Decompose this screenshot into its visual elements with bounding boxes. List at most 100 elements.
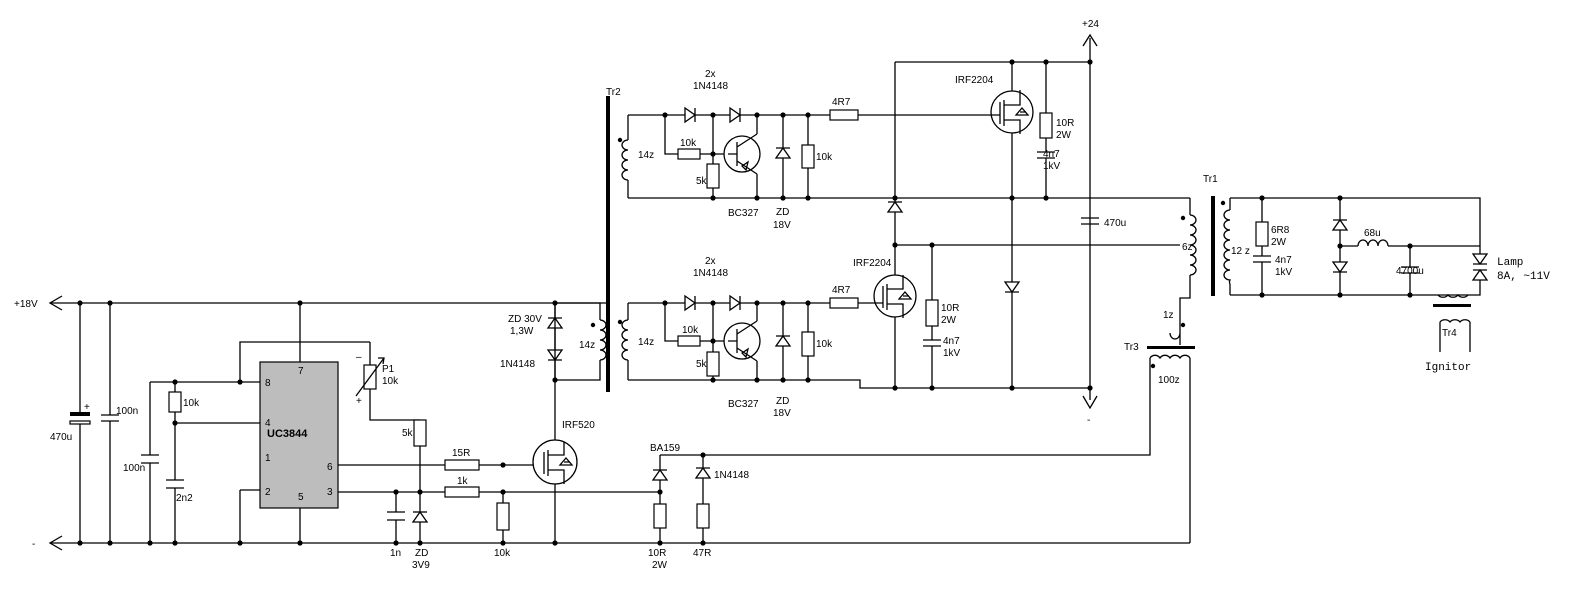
svg-text:4700u: 4700u: [1396, 266, 1424, 277]
svg-text:-: -: [1087, 415, 1090, 426]
svg-text:100n: 100n: [116, 406, 138, 417]
svg-text:IRF2204: IRF2204: [853, 258, 892, 269]
rail-18v: +18V: [14, 295, 608, 311]
svg-text:1z: 1z: [1163, 310, 1174, 321]
rail-negative: -: [32, 535, 1190, 551]
svg-text:BA159: BA159: [650, 443, 680, 454]
svg-text:-: -: [32, 539, 35, 550]
svg-text:12 z: 12 z: [1231, 246, 1250, 257]
transformer-tr2-core: Tr2: [606, 87, 621, 392]
zener-30v-clamp: ZD 30V 1,3W 1N4148: [500, 303, 564, 380]
svg-text:6z: 6z: [1182, 242, 1193, 253]
svg-text:ZD: ZD: [776, 396, 789, 407]
svg-text:1,3W: 1,3W: [510, 326, 534, 337]
svg-text:2W: 2W: [1056, 130, 1072, 141]
svg-text:10k: 10k: [494, 548, 511, 559]
svg-text:+: +: [356, 396, 362, 407]
svg-text:10k: 10k: [382, 376, 399, 387]
svg-text:+24: +24: [1082, 19, 1099, 30]
uc3844-controller: UC3844 8 7 4 1 6 2 5 3: [259, 361, 339, 509]
rail-24v: +24 -: [895, 19, 1099, 426]
bus-capacitor-470u: 470u: [1081, 217, 1126, 229]
svg-text:ZD: ZD: [776, 207, 789, 218]
svg-text:18V: 18V: [773, 220, 791, 231]
svg-text:5k: 5k: [402, 428, 414, 439]
bottom-mosfet-irf2204: IRF2204 10R 2W 4n7 1kV: [853, 198, 1180, 388]
svg-text:IRF2204: IRF2204: [955, 75, 994, 86]
svg-text:4n7: 4n7: [1275, 255, 1292, 266]
svg-text:5k: 5k: [696, 176, 708, 187]
svg-text:4n7: 4n7: [1043, 149, 1060, 160]
svg-text:BC327: BC327: [728, 399, 759, 410]
svg-text:10R: 10R: [941, 303, 959, 314]
svg-text:10k: 10k: [682, 325, 699, 336]
svg-text:UC3844: UC3844: [267, 428, 308, 440]
current-sense-network: BA159 10R 2W 1N4148 47R: [648, 380, 1151, 571]
svg-text:10R: 10R: [1056, 118, 1074, 129]
svg-text:P1: P1: [382, 364, 395, 375]
svg-text:2n2: 2n2: [176, 493, 193, 504]
svg-text:10k: 10k: [816, 152, 833, 163]
tr2-primary-winding: 14z: [555, 302, 607, 381]
resistor-5k: [413, 419, 427, 447]
svg-text:1kV: 1kV: [1043, 161, 1061, 172]
svg-text:470u: 470u: [1104, 218, 1126, 229]
svg-text:10k: 10k: [816, 339, 833, 350]
svg-text:68u: 68u: [1364, 228, 1381, 239]
svg-text:14z: 14z: [579, 340, 595, 351]
input-capacitor-100n: 100n: [101, 303, 138, 543]
svg-text:IRF520: IRF520: [562, 420, 595, 431]
transformer-tr1: 6z Tr1 12 z: [1179, 174, 1250, 320]
svg-text:4n7: 4n7: [943, 336, 960, 347]
svg-text:4R7: 4R7: [832, 285, 851, 296]
svg-text:1N4148: 1N4148: [500, 359, 535, 370]
input-capacitor-470u: + 470u: [50, 303, 91, 543]
svg-text:2W: 2W: [941, 315, 957, 326]
gate-resistors: 15R 1k 10k: [444, 448, 660, 559]
svg-text:Tr2: Tr2: [606, 87, 621, 98]
svg-text:Tr3: Tr3: [1124, 342, 1139, 353]
ic-wiring: [149, 303, 445, 543]
svg-text:2W: 2W: [1271, 237, 1287, 248]
svg-text:1: 1: [265, 453, 271, 464]
svg-text:+: +: [84, 402, 90, 413]
svg-text:8: 8: [265, 378, 271, 389]
top-gate-driver: 14z 2x 1N4148 10k 5k BC327 ZD 18V 10k 4R…: [617, 69, 1190, 231]
svg-text:6R8: 6R8: [1271, 225, 1290, 236]
svg-text:Ignitor: Ignitor: [1425, 362, 1471, 374]
svg-text:2: 2: [265, 487, 271, 498]
svg-text:15R: 15R: [452, 448, 470, 459]
svg-text:10k: 10k: [680, 138, 697, 149]
svg-text:4R7: 4R7: [832, 97, 851, 108]
svg-text:10k: 10k: [183, 398, 200, 409]
top-mosfet-irf2204: IRF2204 10R 2W 4n7 1kV: [886, 62, 1074, 245]
svg-text:+18V: +18V: [14, 299, 38, 310]
bottom-gate-driver: 14z 2x 1N4148 10k 5k BC327 ZD 18V 10k 4R…: [617, 256, 895, 419]
svg-text:–: –: [356, 352, 362, 363]
capacitor-1n: 1n: [387, 511, 405, 559]
svg-text:1N4148: 1N4148: [714, 470, 749, 481]
svg-text:7: 7: [298, 366, 304, 377]
svg-text:1N4148: 1N4148: [693, 268, 728, 279]
svg-text:Tr4: Tr4: [1442, 328, 1457, 339]
svg-text:ZD 30V: ZD 30V: [508, 314, 542, 325]
svg-text:10R: 10R: [648, 548, 666, 559]
svg-text:BC327: BC327: [728, 208, 759, 219]
svg-text:Lamp: Lamp: [1497, 257, 1523, 269]
transformer-tr4-ignitor: Tr4 Ignitor: [1425, 293, 1471, 374]
svg-text:14z: 14z: [638, 337, 654, 348]
ic-caps-resistor: 100n 10k 2n2: [123, 391, 200, 504]
svg-text:Tr1: Tr1: [1203, 174, 1218, 185]
svg-text:18V: 18V: [773, 408, 791, 419]
svg-text:8A, ~11V: 8A, ~11V: [1497, 271, 1550, 283]
svg-text:100z: 100z: [1158, 375, 1180, 386]
output-network: 6R8 2W 4n7 1kV 68u 4700u Lamp 8A, ~11V: [1230, 197, 1550, 296]
svg-text:6: 6: [327, 462, 333, 473]
svg-text:470u: 470u: [50, 432, 72, 443]
svg-text:47R: 47R: [693, 548, 711, 559]
svg-text:ZD: ZD: [415, 548, 428, 559]
svg-text:14z: 14z: [638, 150, 654, 161]
svg-text:1N4148: 1N4148: [693, 81, 728, 92]
svg-text:2x: 2x: [705, 69, 716, 80]
